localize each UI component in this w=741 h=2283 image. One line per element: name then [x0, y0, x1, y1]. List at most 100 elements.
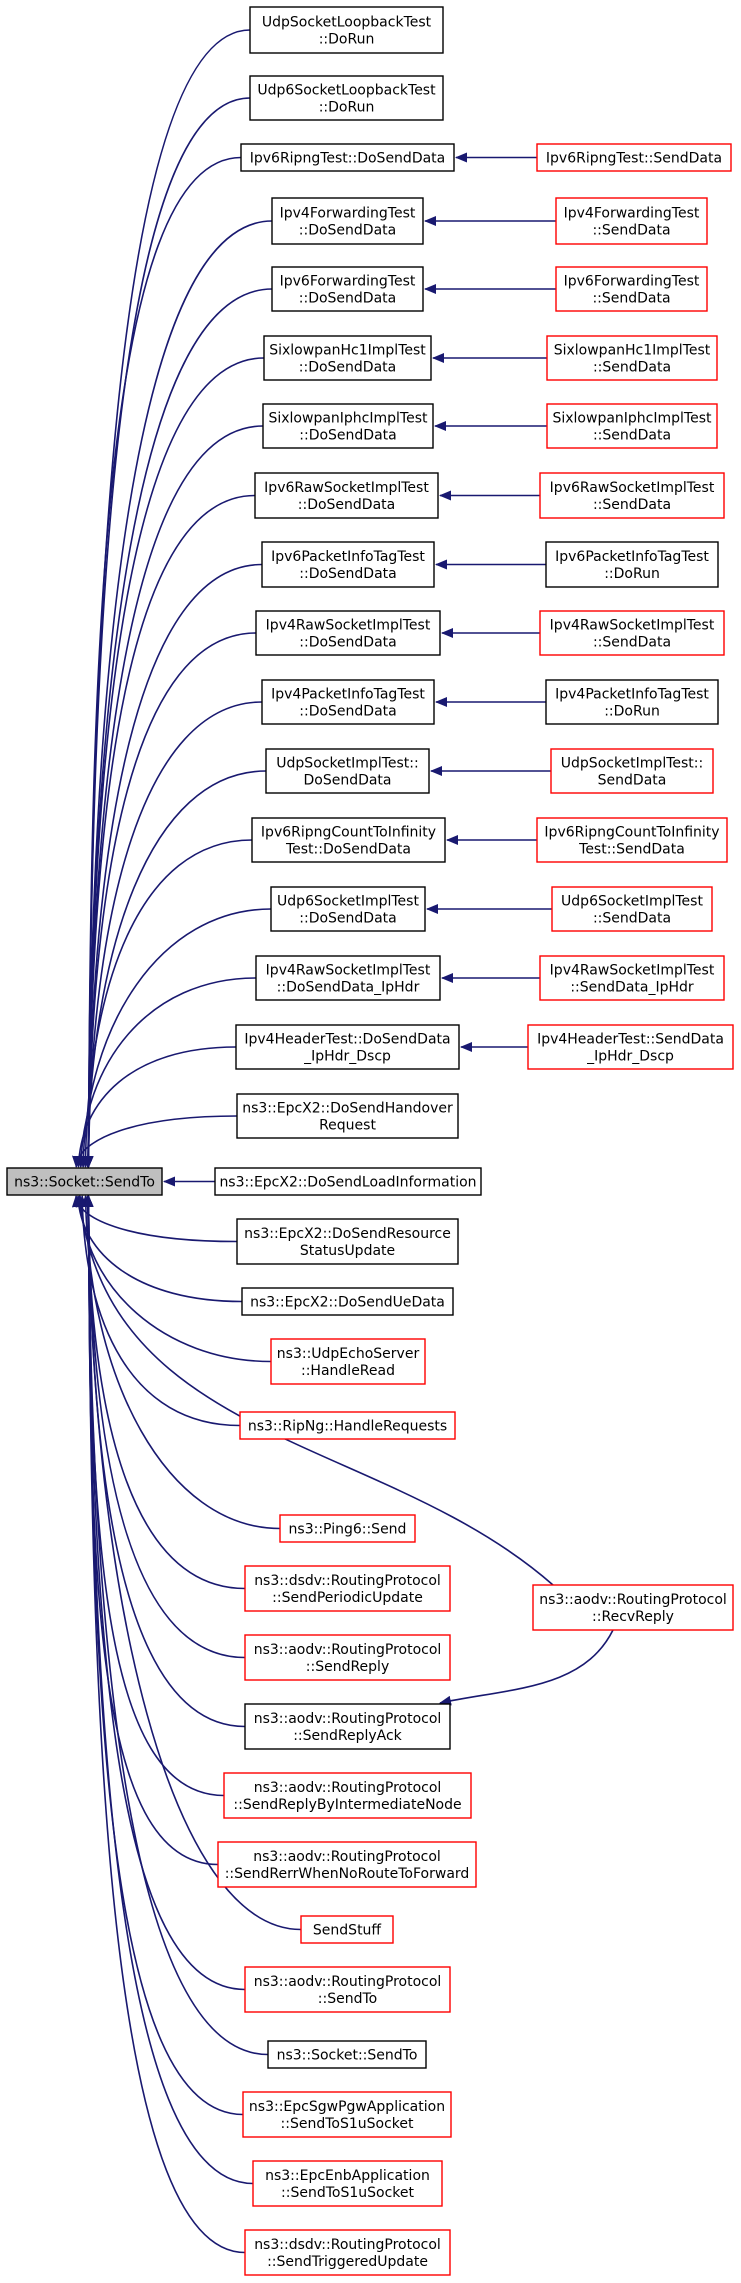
edge-recv-to-n26 [439, 1629, 614, 1706]
node-box [244, 2229, 451, 2276]
node-box [241, 1287, 454, 1316]
node-n16[interactable]: Ipv4HeaderTest::DoSendData_IpHdr_Dscp [235, 1024, 460, 1070]
node-m4[interactable]: Ipv4ForwardingTest::SendData [555, 197, 708, 245]
node-label: Ipv4RawSocketImplTest [266, 617, 431, 633]
node-n34[interactable]: ns3::dsdv::RoutingProtocol::SendTriggere… [244, 2229, 451, 2276]
node-n30[interactable]: ns3::aodv::RoutingProtocol::SendTo [244, 1966, 451, 2013]
node-box [244, 1966, 451, 2013]
node-label: Ipv4RawSocketImplTest [550, 962, 715, 978]
node-label: ::HandleRead [301, 1363, 395, 1379]
node-box [536, 817, 728, 863]
node-n1[interactable]: UdpSocketLoopbackTest::DoRun [249, 6, 444, 54]
node-label: Ipv4PacketInfoTagTest [271, 686, 425, 702]
node-m9[interactable]: Ipv6PacketInfoTagTest::DoRun [545, 541, 719, 588]
node-label: Ipv6RipngCountToInfinity [261, 824, 436, 840]
edge-n10-to-root [83, 632, 257, 1168]
node-n11[interactable]: Ipv4PacketInfoTagTest::DoSendData [261, 679, 435, 725]
edge-n29-to-root [83, 1195, 302, 1931]
node-label: ::SendToS1uSocket [281, 2185, 414, 2201]
node-box [223, 1772, 472, 1819]
node-root[interactable]: ns3::Socket::SendTo [6, 1167, 163, 1196]
node-box [555, 266, 708, 312]
node-n2[interactable]: Udp6SocketLoopbackTest::DoRun [249, 75, 444, 121]
node-m5[interactable]: Ipv6ForwardingTest::SendData [555, 266, 708, 312]
node-label: _IpHdr_Dscp [303, 1048, 391, 1064]
node-n7[interactable]: SixlowpanIphcImplTest::DoSendData [262, 403, 434, 449]
node-n26[interactable]: ns3::aodv::RoutingProtocol::SendReplyAck [244, 1703, 451, 1750]
node-label: ns3::UdpEchoServer [277, 1346, 420, 1362]
node-m11[interactable]: Ipv4PacketInfoTagTest::DoRun [545, 679, 719, 725]
node-n18[interactable]: ns3::EpcX2::DoSendLoadInformation [214, 1167, 482, 1196]
node-label: ns3::dsdv::RoutingProtocol [254, 1573, 441, 1589]
node-n15[interactable]: Ipv4RawSocketImplTest::DoSendData_IpHdr [255, 955, 441, 1001]
node-recv[interactable]: ns3::aodv::RoutingProtocol::RecvReply [532, 1584, 734, 1631]
node-box [546, 403, 718, 449]
node-n21[interactable]: ns3::UdpEchoServer::HandleRead [270, 1338, 426, 1385]
node-label: Udp6SocketLoopbackTest [257, 82, 436, 98]
node-box [545, 679, 719, 725]
node-n9[interactable]: Ipv6PacketInfoTagTest::DoSendData [261, 541, 435, 588]
node-label: ::DoSendData [299, 290, 396, 306]
node-n10[interactable]: Ipv4RawSocketImplTest::DoSendData [255, 610, 441, 656]
edge-n34-to-root [83, 1195, 246, 2254]
node-box [252, 2160, 443, 2207]
node-n32[interactable]: ns3::EpcSgwPgwApplication::SendToS1uSock… [242, 2091, 452, 2138]
node-label: ::DoSendData [299, 634, 396, 650]
node-n14[interactable]: Udp6SocketImplTest::DoSendData [270, 886, 426, 932]
node-n8[interactable]: Ipv6RawSocketImplTest::DoSendData [254, 472, 439, 519]
edge-n20-to-root [73, 1195, 243, 1303]
edge-n22-to-root [77, 1195, 241, 1427]
node-label: Ipv6RipngTest::DoSendData [250, 150, 446, 166]
node-box [244, 1565, 451, 1612]
node-n23[interactable]: ns3::Ping6::Send [279, 1514, 416, 1543]
node-box [279, 1514, 416, 1543]
node-n5[interactable]: Ipv6ForwardingTest::DoSendData [271, 266, 424, 312]
node-m14[interactable]: Udp6SocketImplTest::SendData [551, 886, 713, 932]
node-box [550, 748, 714, 794]
node-box [249, 6, 444, 54]
node-m10[interactable]: Ipv4RawSocketImplTest::SendData [539, 610, 725, 656]
node-label: ::SendToS1uSocket [281, 2116, 414, 2132]
node-label: SixlowpanIphcImplTest [268, 410, 428, 426]
node-label: Ipv6ForwardingTest [564, 273, 700, 289]
node-label: Test::DoSendData [285, 841, 411, 857]
node-m7[interactable]: SixlowpanIphcImplTest::SendData [546, 403, 718, 449]
node-n3[interactable]: Ipv6RipngTest::DoSendData [240, 143, 455, 172]
node-m12[interactable]: UdpSocketImplTest::SendData [550, 748, 714, 794]
node-m6[interactable]: SixlowpanHc1ImplTest::SendData [546, 335, 718, 381]
node-n24[interactable]: ns3::dsdv::RoutingProtocol::SendPeriodic… [244, 1565, 451, 1612]
node-label: Ipv6PacketInfoTagTest [271, 549, 425, 565]
node-label: ns3::EpcSgwPgwApplication [249, 2099, 445, 2115]
node-n33[interactable]: ns3::EpcEnbApplication::SendToS1uSocket [252, 2160, 443, 2207]
node-m15[interactable]: Ipv4RawSocketImplTest::SendData_IpHdr [539, 955, 725, 1001]
node-m16[interactable]: Ipv4HeaderTest::SendData_IpHdr_Dscp [527, 1024, 734, 1070]
node-label: Udp6SocketImplTest [277, 893, 419, 909]
node-box [263, 335, 432, 381]
node-label: ::DoSendData [299, 910, 396, 926]
node-box [265, 748, 430, 794]
node-n27[interactable]: ns3::aodv::RoutingProtocol::SendReplyByI… [223, 1772, 472, 1819]
node-box [239, 1411, 456, 1440]
node-m8[interactable]: Ipv6RawSocketImplTest::SendData [539, 472, 725, 519]
edge-n15-to-root [76, 977, 257, 1168]
node-label: Ipv4RawSocketImplTest [550, 617, 715, 633]
node-n6[interactable]: SixlowpanHc1ImplTest::DoSendData [263, 335, 432, 381]
node-n20[interactable]: ns3::EpcX2::DoSendUeData [241, 1287, 454, 1316]
node-m3[interactable]: Ipv6RipngTest::SendData [536, 143, 732, 172]
node-n31[interactable]: ns3::Socket::SendTo [267, 2040, 427, 2069]
node-n22[interactable]: ns3::RipNg::HandleRequests [239, 1411, 456, 1440]
node-n25[interactable]: ns3::aodv::RoutingProtocol::SendReply [244, 1634, 451, 1681]
edge-n19-to-root [71, 1195, 238, 1243]
node-n28[interactable]: ns3::aodv::RoutingProtocol::SendRerrWhen… [217, 1841, 477, 1888]
node-n29[interactable]: SendStuff [300, 1915, 394, 1944]
node-n4[interactable]: Ipv4ForwardingTest::DoSendData [271, 197, 424, 245]
node-box [6, 1167, 163, 1196]
node-n12[interactable]: UdpSocketImplTest::DoSendData [265, 748, 430, 794]
node-label: Ipv6RipngTest::SendData [546, 150, 722, 166]
node-label: Ipv4HeaderTest::DoSendData [244, 1031, 450, 1047]
